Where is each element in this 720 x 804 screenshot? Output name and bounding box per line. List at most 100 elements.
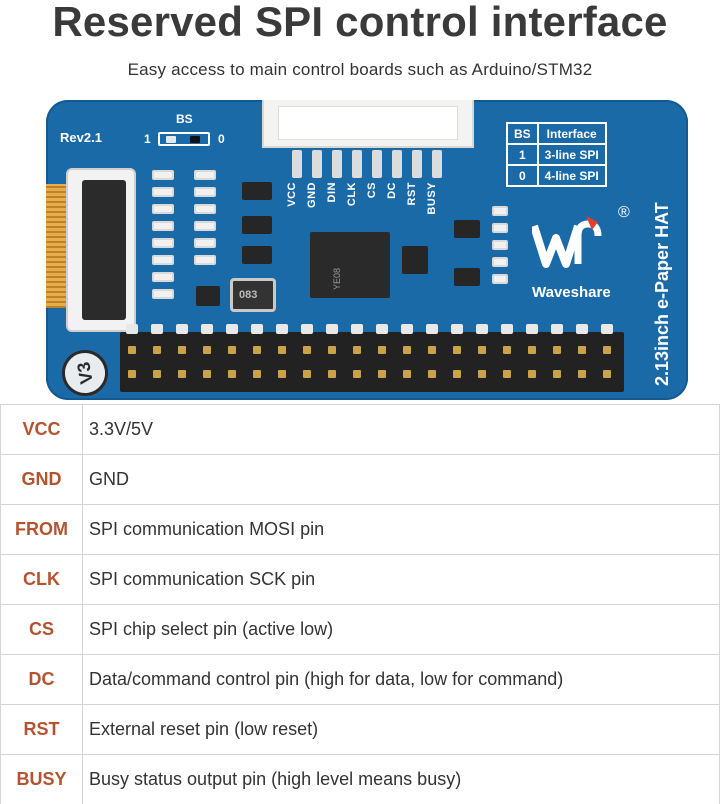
silkscreen-pin-label: RST bbox=[406, 182, 418, 206]
bs-table-cell: 4-line SPI bbox=[536, 164, 607, 187]
gpio-pin bbox=[203, 370, 211, 378]
gpio-pin bbox=[528, 346, 536, 354]
bs-zero-label: 0 bbox=[218, 132, 225, 146]
gpio-pin-socket bbox=[501, 324, 513, 334]
gpio-pin bbox=[378, 370, 386, 378]
pin-description: Busy status output pin (high level means… bbox=[82, 754, 720, 804]
gpio-pin-socket bbox=[426, 324, 438, 334]
pin-description: Data/command control pin (high for data,… bbox=[82, 654, 720, 705]
silkscreen-pin-label: BUSY bbox=[426, 182, 438, 215]
bs-switch-label: BS bbox=[176, 112, 193, 126]
silkscreen-pin-label: GND bbox=[306, 182, 318, 208]
ffc-connector-slot bbox=[82, 180, 126, 320]
bs-one-label: 1 bbox=[144, 132, 151, 146]
gpio-pin bbox=[378, 346, 386, 354]
bs-table-cell: 3-line SPI bbox=[536, 143, 607, 166]
transistor-chip bbox=[242, 216, 272, 234]
pin-description: GND bbox=[82, 454, 720, 505]
inductor-marking: 083 bbox=[239, 289, 258, 301]
gpio-pin bbox=[128, 346, 136, 354]
registered-mark: ® bbox=[618, 204, 630, 221]
jst-connector bbox=[262, 100, 474, 148]
gpio-pin bbox=[578, 346, 586, 354]
gpio-pin bbox=[553, 346, 561, 354]
silkscreen-pin-label: CS bbox=[366, 182, 378, 199]
gpio-pin bbox=[503, 346, 511, 354]
gpio-pin bbox=[178, 370, 186, 378]
gpio-pin-socket bbox=[226, 324, 238, 334]
transistor-chip bbox=[454, 220, 480, 238]
gpio-pin-socket bbox=[601, 324, 613, 334]
pin-description: 3.3V/5V bbox=[82, 404, 720, 455]
gpio-pin-socket bbox=[451, 324, 463, 334]
bs-table-cell: 0 bbox=[506, 164, 539, 187]
ic-marking: YE08 bbox=[332, 267, 342, 290]
silkscreen-pin-label: DC bbox=[386, 182, 398, 199]
resistor-column bbox=[492, 206, 508, 291]
gpio-pin-socket bbox=[201, 324, 213, 334]
gpio-pin-socket bbox=[276, 324, 288, 334]
gpio-pin bbox=[153, 346, 161, 354]
gpio-pin bbox=[303, 346, 311, 354]
gpio-pin bbox=[278, 370, 286, 378]
gpio-pin bbox=[228, 370, 236, 378]
gpio-pin bbox=[403, 346, 411, 354]
waveshare-logo-icon bbox=[532, 216, 602, 268]
gpio-pin-socket bbox=[251, 324, 263, 334]
transistor-chip bbox=[242, 246, 272, 264]
pin-name: RST bbox=[0, 704, 83, 755]
jst-pin bbox=[332, 150, 342, 178]
gpio-header bbox=[120, 332, 624, 392]
jst-pin bbox=[432, 150, 442, 178]
pin-name: VCC bbox=[0, 404, 83, 455]
pin-name: DC bbox=[0, 654, 83, 705]
resistor-column bbox=[194, 170, 216, 272]
pin-description: External reset pin (low reset) bbox=[82, 704, 720, 755]
pin-name: GND bbox=[0, 454, 83, 505]
silkscreen-pin-label: VCC bbox=[286, 182, 298, 207]
gpio-pin bbox=[203, 346, 211, 354]
jst-pin bbox=[292, 150, 302, 178]
gpio-pin bbox=[328, 370, 336, 378]
gpio-pin bbox=[153, 370, 161, 378]
version-badge: V3 bbox=[58, 346, 112, 400]
pin-name: FROM bbox=[0, 504, 83, 555]
gpio-pin bbox=[428, 346, 436, 354]
jst-pin bbox=[392, 150, 402, 178]
pin-name: CLK bbox=[0, 554, 83, 605]
gpio-pin-socket bbox=[351, 324, 363, 334]
gpio-pin bbox=[253, 346, 261, 354]
gpio-pin bbox=[428, 370, 436, 378]
bs-table-header-interface: Interface bbox=[536, 122, 607, 145]
inductor: 083 bbox=[230, 278, 276, 312]
pin-description: SPI communication MOSI pin bbox=[82, 504, 720, 555]
bs-table-header-bs: BS bbox=[506, 122, 539, 145]
bs-jumper-switch bbox=[158, 132, 210, 146]
gpio-pin-socket bbox=[476, 324, 488, 334]
gpio-pin bbox=[578, 370, 586, 378]
gpio-pin bbox=[453, 346, 461, 354]
gpio-pin bbox=[603, 346, 611, 354]
gpio-pin bbox=[478, 370, 486, 378]
level-shifter-ic bbox=[310, 232, 390, 298]
gpio-pin bbox=[503, 370, 511, 378]
product-label: 2.13inch e-Paper HAT bbox=[652, 202, 672, 386]
bs-table-header: BS Interface bbox=[506, 122, 607, 145]
bs-table-row: 0 4-line SPI bbox=[506, 164, 607, 187]
gpio-pin bbox=[603, 370, 611, 378]
gpio-pin bbox=[228, 346, 236, 354]
gpio-pin-socket bbox=[401, 324, 413, 334]
gpio-pin bbox=[353, 370, 361, 378]
gpio-pin bbox=[328, 346, 336, 354]
bs-table-row: 1 3-line SPI bbox=[506, 143, 607, 166]
gpio-pin-socket bbox=[126, 324, 138, 334]
gpio-pin-socket bbox=[301, 324, 313, 334]
gpio-pin bbox=[528, 370, 536, 378]
gpio-pin bbox=[553, 370, 561, 378]
